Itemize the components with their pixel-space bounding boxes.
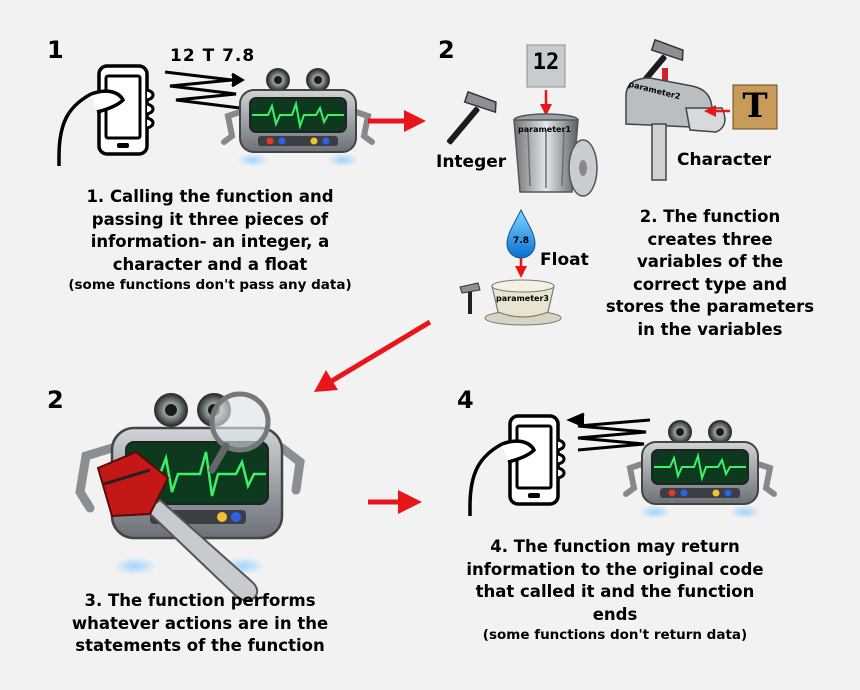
arrow-right-1: [368, 110, 426, 132]
left-arrow-character: [704, 105, 730, 117]
param1-label: parameter1: [518, 125, 571, 134]
step4-caption: 4. The function may return information t…: [430, 536, 800, 644]
step-number-3: 2: [47, 386, 64, 414]
trash-can-icon: [513, 113, 598, 197]
arrow-diagonal: [314, 319, 432, 392]
step3-caption: 3. The function performs whatever action…: [71, 591, 329, 655]
down-arrow-1: [540, 90, 552, 116]
integer-hammer-icon: [445, 83, 502, 146]
float-label: Float: [540, 250, 589, 270]
cup-icon: [484, 279, 562, 326]
character-label: Character: [677, 150, 772, 170]
arrow-right-2: [368, 490, 422, 514]
step4-note: (some functions don't return data): [482, 627, 748, 643]
step1-caption: 1. Calling the function and passing it t…: [40, 186, 380, 294]
robot-chainsaw-icon: [75, 391, 305, 602]
step-number-4: 4: [457, 386, 474, 414]
step1-note: (some functions don't pass any data): [68, 277, 352, 293]
signal-text: 12 T 7.8: [170, 46, 256, 66]
robot-icon: [224, 69, 372, 167]
character-value-card: [732, 84, 778, 130]
float-value: 7.8: [513, 236, 529, 246]
step2-caption: 2. The function creates three variables …: [605, 207, 815, 339]
hand-phone-icon: [57, 64, 155, 168]
down-arrow-3: [515, 258, 527, 278]
param3-label: parameter3: [496, 294, 549, 303]
integer-value: 12: [532, 50, 560, 75]
step-number-2: 2: [438, 36, 455, 64]
integer-label: Integer: [436, 152, 507, 172]
return-signal-icon: [566, 412, 651, 452]
float-hammer-icon: [459, 282, 481, 314]
hand-phone-return-icon: [468, 414, 566, 518]
step-number-1: 1: [47, 36, 64, 64]
robot-return-icon: [626, 421, 774, 519]
signal-zigzag-icon: [164, 70, 245, 110]
character-value: T: [742, 86, 768, 126]
integer-value-card: [526, 44, 566, 88]
water-drop-icon: [506, 208, 536, 259]
